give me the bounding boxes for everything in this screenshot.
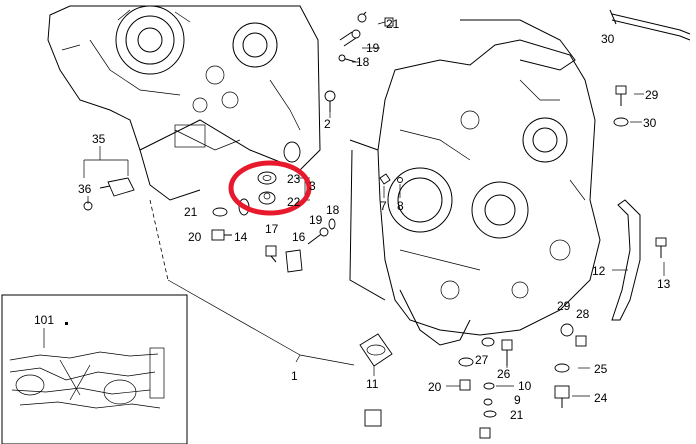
callout-label: 30: [601, 32, 615, 46]
callout-label: 16: [292, 230, 306, 244]
callout-label: 22: [287, 195, 301, 209]
callout-label: 28: [576, 307, 590, 321]
callout-label: 10: [518, 379, 532, 393]
bolt-28: [575, 335, 587, 347]
plug-24: [554, 385, 570, 408]
callout-label: 18: [356, 55, 370, 69]
washer-30: [613, 117, 629, 127]
part-lower-bottom: [364, 409, 382, 427]
o-ring-29-lower: [560, 323, 574, 337]
washer-25: [554, 363, 570, 373]
washer-27: [481, 337, 495, 347]
plug-22: [258, 191, 276, 205]
callout-label: 23: [287, 172, 301, 186]
callout-label: 35: [92, 132, 106, 146]
bolt-20-left: [211, 229, 232, 241]
bolt-21-top: [357, 11, 394, 27]
callout-labels: 1 2 3 7 8 9 10 11 12 13 14 16 17 18 18 1…: [34, 17, 671, 422]
callout-label: 21: [510, 408, 524, 422]
bolt-13: [655, 237, 667, 258]
bolt-19-top: [339, 29, 361, 47]
callout-label: 2: [324, 117, 331, 131]
bolt-29: [615, 85, 627, 106]
callout-label: 12: [592, 264, 606, 278]
leader-lines: [83, 21, 665, 397]
bolt-2: [324, 90, 336, 112]
callout-label: 19: [366, 41, 380, 55]
callout-label: 14: [234, 230, 248, 244]
washer-23: [257, 171, 277, 185]
callout-label: 21: [184, 205, 198, 219]
callout-label: 25: [594, 362, 608, 376]
callout-label: 19: [309, 213, 323, 227]
callout-label: 101: [34, 313, 54, 327]
left-case-cover: [47, 5, 321, 201]
washer-21-lower: [483, 410, 497, 418]
bolt-20-lower: [459, 379, 471, 391]
pin-8: [397, 177, 403, 183]
pin-18-mid: [328, 218, 336, 230]
bolt-9: [483, 398, 493, 406]
callout-label: 7: [380, 199, 387, 213]
o-ring-3: [283, 141, 301, 163]
sensor-35: [99, 177, 135, 197]
bolt-26: [501, 339, 513, 366]
callout-label: 18: [326, 203, 340, 217]
inset-gasket-set: [1, 294, 188, 444]
callout-label: 17: [265, 222, 279, 236]
callout-label: 29: [645, 88, 659, 102]
callout-label: 11: [366, 377, 379, 391]
callout-label: 3: [309, 179, 316, 193]
callout-label: 20: [428, 380, 442, 394]
callout-label: 9: [514, 393, 521, 407]
bolt-19-mid: [307, 227, 329, 245]
bolt-20-bottom: [479, 427, 491, 439]
callout-marker: [65, 322, 68, 325]
filter-11: [359, 333, 393, 367]
washer-21-left: [212, 207, 228, 217]
callout-label: 21: [386, 17, 400, 31]
right-crankcase: [349, 19, 601, 346]
callout-label: 1: [291, 369, 298, 383]
bracket-16: [285, 249, 303, 273]
gasket-12: [611, 199, 641, 321]
callout-label: 30: [643, 116, 657, 130]
highlight-circle: [228, 160, 312, 216]
callout-label: 13: [657, 277, 671, 291]
callout-label: 27: [475, 353, 489, 367]
o-ring-10: [483, 382, 495, 390]
callout-label: 8: [397, 199, 404, 213]
callout-label: 29: [557, 299, 571, 313]
pin-18-top: [338, 54, 357, 63]
callout-label: 36: [78, 182, 92, 196]
rod-30: [609, 9, 691, 41]
callout-label: 26: [497, 367, 511, 381]
part-7: [379, 173, 391, 185]
bolt-17: [265, 245, 277, 263]
washer-20-lower: [458, 357, 474, 367]
callout-label: 24: [594, 391, 608, 405]
callout-label: 20: [188, 230, 202, 244]
